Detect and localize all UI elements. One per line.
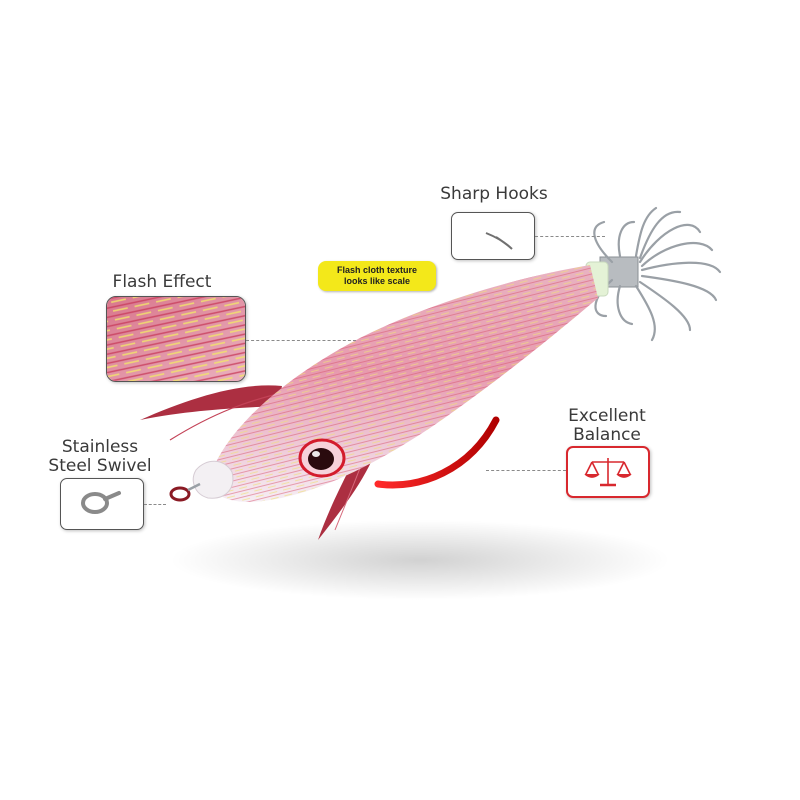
excellent-balance-leader	[486, 470, 566, 471]
tag-line-1: Flash cloth texture	[336, 265, 417, 275]
stainless-line-2: Steel Swivel	[48, 456, 152, 476]
flash-effect-label: Flash Effect	[112, 272, 212, 292]
flash-cloth-tag: Flash cloth texture looks like scale	[318, 261, 436, 291]
sharp-hooks-box	[451, 212, 535, 260]
excellent-balance-box	[566, 446, 650, 498]
stainless-swivel-box	[60, 478, 144, 530]
lure-shadow	[170, 520, 670, 600]
sharp-hooks-leader	[535, 236, 605, 237]
flash-texture-swatch	[107, 297, 245, 381]
swivel	[169, 486, 191, 502]
flash-effect-box	[106, 296, 246, 382]
nose-cone	[192, 460, 234, 499]
balance-arc	[374, 416, 500, 489]
stainless-swivel-leader	[144, 504, 166, 505]
lure-eye	[298, 438, 346, 478]
tag-line-2: looks like scale	[343, 276, 411, 286]
sharp-hooks-label: Sharp Hooks	[440, 184, 548, 204]
excellent-line-1: Excellent	[568, 406, 646, 426]
balance-scale-icon	[584, 458, 632, 487]
squid-hooks	[593, 206, 722, 342]
upper-fin	[140, 385, 282, 420]
swivel-icon	[81, 491, 121, 514]
hook-icon	[485, 232, 513, 250]
excellent-balance-label: Excellent Balance	[552, 407, 662, 445]
excellent-line-2: Balance	[573, 425, 641, 445]
stainless-line-1: Stainless	[61, 437, 139, 457]
stainless-swivel-label: Stainless Steel Swivel	[40, 438, 160, 476]
flash-effect-leader	[246, 340, 356, 341]
